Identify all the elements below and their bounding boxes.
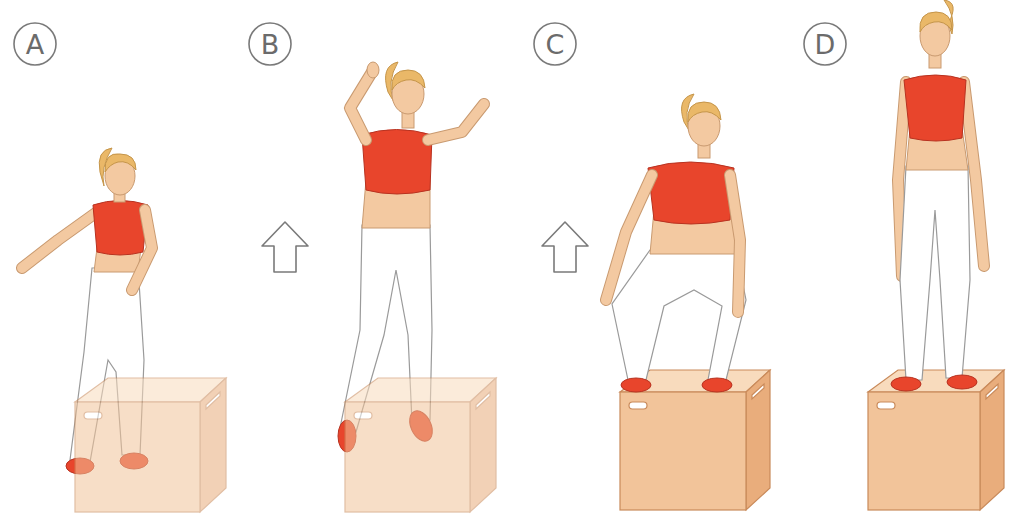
step-letter: D [815,31,836,58]
box-b [345,378,496,512]
step-circle: C [533,22,577,66]
box-c [620,370,770,510]
step-circle: B [248,22,292,66]
box-a [75,378,226,512]
step-letter: A [26,31,44,58]
up-arrow [542,222,588,272]
step-letter: B [261,31,280,58]
up-arrow [262,222,308,272]
figure-c [606,94,746,392]
step-circle: D [803,22,847,66]
box-d [868,370,1004,510]
figure-d [891,0,984,391]
step-letter: C [546,31,565,58]
step-circle: A [13,22,57,66]
